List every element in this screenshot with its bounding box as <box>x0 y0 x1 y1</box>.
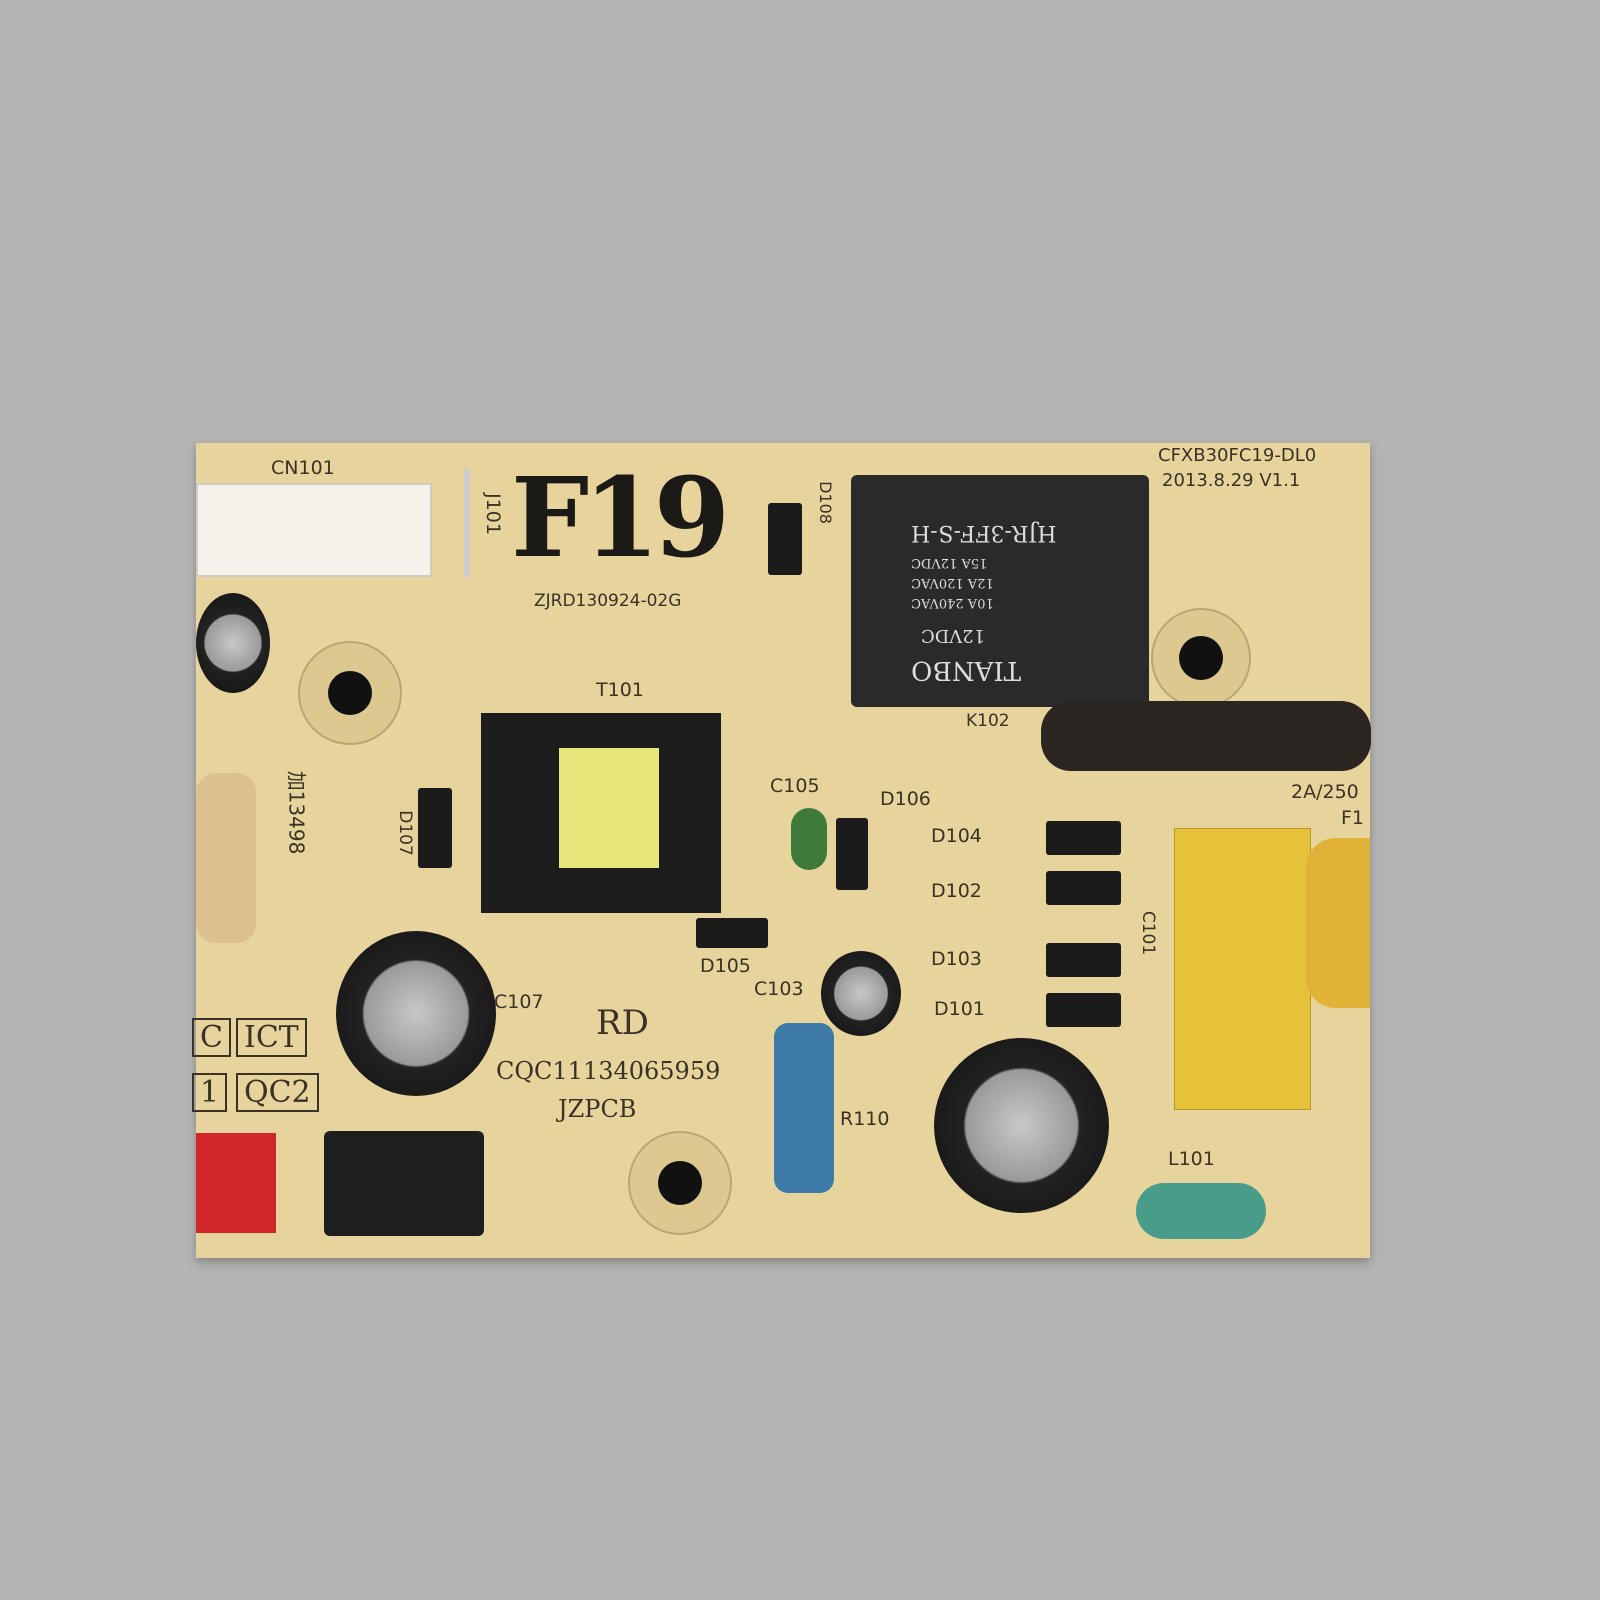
diode-d107 <box>418 788 452 868</box>
f19-mark: F19 <box>511 453 730 582</box>
diode-d103 <box>1046 943 1121 977</box>
mount-hole <box>1151 608 1251 708</box>
label-c107: C107 <box>494 991 544 1013</box>
label-d101: D101 <box>934 998 985 1020</box>
diode-d105 <box>696 918 768 948</box>
label-r110: R110 <box>840 1108 890 1130</box>
label-j101: J101 <box>481 493 504 535</box>
relay-rating-2: 12A 120VAC <box>911 575 994 590</box>
box-qc2: QC2 <box>236 1073 319 1112</box>
box-ict: ICT <box>236 1018 307 1057</box>
label-c101: C101 <box>1138 910 1159 956</box>
diode-d104 <box>1046 821 1121 855</box>
date-version: 2013.8.29 V1.1 <box>1162 470 1301 491</box>
label-d102: D102 <box>931 880 982 902</box>
relay-brand: TIANBO <box>911 655 1022 685</box>
diode-d108 <box>768 503 802 575</box>
jumper-j101 <box>464 468 470 578</box>
label-c103: C103 <box>754 978 804 1000</box>
label-l101: L101 <box>1168 1148 1215 1170</box>
box-c: C <box>192 1018 231 1057</box>
fuse-rating: 2A/250 <box>1291 781 1359 803</box>
label-d104: D104 <box>931 825 982 847</box>
connector-cn101 <box>196 483 432 577</box>
handwritten-note: 加13498 <box>284 770 309 855</box>
maker-mark: JZPCB <box>558 1095 637 1123</box>
capacitor-c105 <box>791 808 827 870</box>
transformer-t101 <box>481 713 721 913</box>
relay-model: HJR-3FF-S-H <box>911 520 1057 545</box>
pcb-board: CN101 J101 F19 ZJRD130924-02G D108 HJR-3… <box>192 443 1371 1258</box>
relay-k102: HJR-3FF-S-H 15A 12VDC 12A 120VAC 10A 240… <box>851 475 1149 707</box>
capacitor-left <box>196 593 270 693</box>
relay-coil: 12VDC <box>921 625 986 646</box>
connector-red <box>196 1133 276 1233</box>
diode-d102 <box>1046 871 1121 905</box>
label-t101: T101 <box>596 679 644 701</box>
label-d105: D105 <box>700 955 751 977</box>
transformer-coil <box>559 748 659 868</box>
diode-d101 <box>1046 993 1121 1027</box>
resistor-r110 <box>774 1023 834 1193</box>
label-c105: C105 <box>770 775 820 797</box>
resistor-left <box>196 773 256 943</box>
inductor-l101 <box>1136 1183 1266 1239</box>
mount-hole <box>628 1131 732 1235</box>
capacitor-c103 <box>821 951 901 1036</box>
varistor <box>1306 838 1370 1008</box>
relay-rating-3: 10A 240VAC <box>911 595 994 610</box>
diode-d106 <box>836 818 868 890</box>
label-d103: D103 <box>931 948 982 970</box>
rd-mark: RD <box>596 1003 649 1043</box>
connector-black <box>324 1131 484 1236</box>
part-code: ZJRD130924-02G <box>534 591 682 611</box>
model-number: CFXB30FC19-DL0 <box>1158 445 1317 466</box>
label-d108: D108 <box>815 481 835 524</box>
label-cn101: CN101 <box>271 457 335 479</box>
capacitor-c107 <box>336 931 496 1096</box>
label-d106: D106 <box>880 788 931 810</box>
cqc-number: CQC11134065959 <box>496 1057 721 1085</box>
label-f1: F1 <box>1341 807 1365 829</box>
mount-hole <box>298 641 402 745</box>
box-1: 1 <box>192 1073 228 1112</box>
x-capacitor <box>1174 828 1311 1110</box>
power-resistor <box>1041 701 1371 771</box>
label-k102: K102 <box>966 711 1010 731</box>
capacitor-large <box>934 1038 1109 1213</box>
label-d107: D107 <box>394 810 415 856</box>
relay-rating-1: 15A 12VDC <box>911 555 988 570</box>
